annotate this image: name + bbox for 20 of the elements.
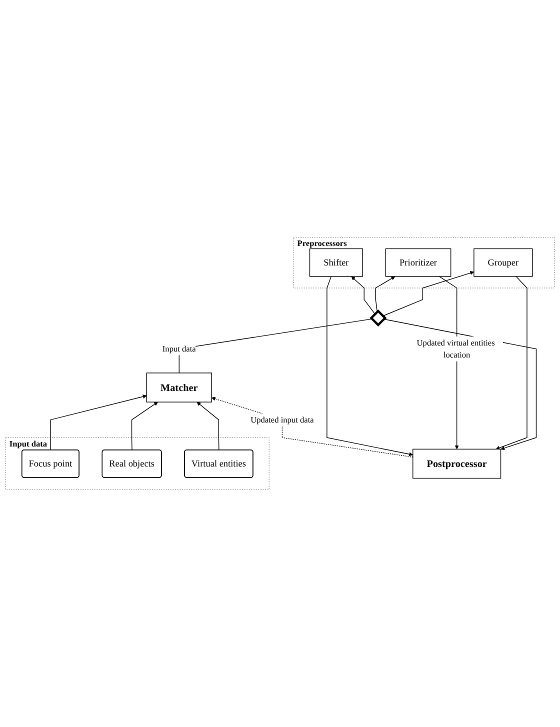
edge-label: Input data	[162, 344, 196, 354]
node-box: Postprocessor	[412, 448, 502, 479]
connector	[178, 318, 372, 374]
arrow	[196, 402, 220, 450]
edge-label: Updated input data	[250, 414, 314, 424]
node-box: Shifter	[309, 248, 363, 277]
node-box: Matcher	[146, 372, 212, 402]
node-box: Grouper	[474, 248, 533, 277]
node-diamond	[370, 309, 387, 327]
arrow	[211, 396, 414, 458]
arrow	[50, 394, 147, 450]
arrow	[131, 402, 158, 450]
arrow	[382, 271, 474, 316]
node-box: Prioritizer	[385, 248, 452, 277]
arrow	[496, 276, 528, 450]
arrow	[375, 276, 396, 312]
arrow	[351, 276, 376, 314]
arrow	[383, 318, 537, 450]
edge-label: Updated virtual entities location	[416, 338, 495, 360]
arrow	[326, 276, 414, 456]
